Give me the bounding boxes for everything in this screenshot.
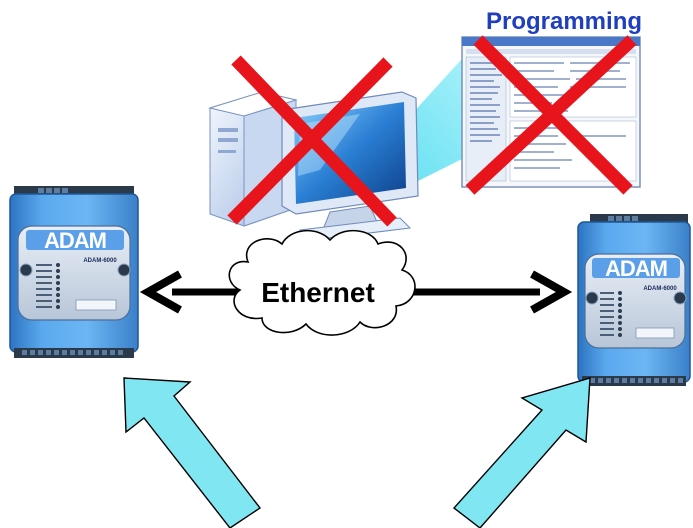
ethernet-label: Ethernet xyxy=(261,277,375,308)
programming-label: Programming xyxy=(486,8,642,35)
adam-model-left: ADAM-6000 xyxy=(83,258,117,264)
cyan-arrow-icon-left xyxy=(123,377,262,528)
red-x-cross-icon xyxy=(227,55,397,227)
adam-logo-right: ADAM xyxy=(605,256,667,281)
adam-device-left: ADAM ADAM-6000 xyxy=(9,186,139,358)
adam-model-right: ADAM-6000 xyxy=(643,286,677,292)
red-x-cross-icon xyxy=(465,35,637,195)
adam-device-right: ADAM ADAM-6000 xyxy=(577,214,691,386)
adam-logo-left: ADAM xyxy=(44,228,106,253)
cyan-arrow-icon-right xyxy=(452,377,591,528)
network-cloud-icon: Ethernet xyxy=(228,229,416,336)
